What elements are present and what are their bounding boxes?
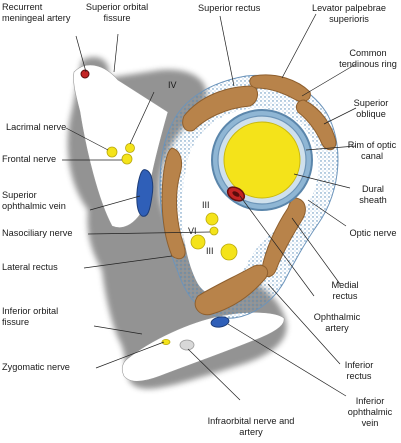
nasociliary-nerve-dot bbox=[209, 226, 219, 236]
superior-ophthalmic-vein-vessel bbox=[136, 169, 154, 217]
lacrimal-nerve-dot bbox=[106, 146, 118, 158]
label-inferior-rectus: Inferior rectus bbox=[344, 360, 374, 381]
label-recurrent-meningeal-artery: Recurrent meningeal artery bbox=[2, 2, 71, 23]
optic-nerve-circle bbox=[223, 121, 301, 199]
inferior-ophthalmic-vein-vessel bbox=[210, 316, 230, 328]
levator-palpebrae-muscle bbox=[249, 74, 311, 103]
label-optic-nerve: Optic nerve bbox=[349, 228, 397, 238]
superior-oblique-muscle bbox=[295, 99, 337, 151]
frontal-nerve-dot bbox=[121, 153, 133, 165]
oculomotor-superior-dot bbox=[205, 212, 219, 226]
superior-rectus-muscle bbox=[182, 85, 258, 132]
label-cn-iv: IV bbox=[168, 80, 177, 90]
label-cn-iii-lower: III bbox=[206, 246, 214, 256]
zygomatic-nerve-dot bbox=[161, 338, 171, 345]
recurrent-meningeal-artery-vessel bbox=[80, 69, 90, 79]
inferior-rectus-muscle bbox=[194, 264, 269, 316]
label-rim-of-optic-canal: Rim of optic canal bbox=[347, 140, 397, 161]
label-lacrimal-nerve: Lacrimal nerve bbox=[6, 122, 67, 132]
label-levator-palpebrae-superioris: Levator palpebrae superioris bbox=[311, 3, 387, 24]
label-inferior-orbital-fissure: Inferior orbital fissure bbox=[2, 306, 59, 327]
nerve-bundles bbox=[106, 143, 238, 261]
label-superior-rectus: Superior rectus bbox=[198, 3, 261, 13]
abducent-nerve-dot bbox=[190, 234, 206, 250]
label-superior-ophthalmic-vein: Superior ophthalmic vein bbox=[2, 190, 66, 211]
label-inferior-ophthalmic-vein: Inferior ophthalmic vein bbox=[347, 396, 393, 428]
infraorbital-bundle bbox=[179, 339, 195, 351]
label-cn-vi: VI bbox=[188, 226, 197, 236]
label-dural-sheath: Dural sheath bbox=[359, 184, 387, 205]
lateral-rectus-muscle bbox=[161, 147, 186, 260]
label-superior-oblique: Superior oblique bbox=[353, 98, 389, 119]
extraocular-muscles bbox=[161, 74, 337, 316]
label-ophthalmic-artery: Ophthalmic artery bbox=[313, 312, 361, 333]
oculomotor-inferior-dot bbox=[220, 243, 238, 261]
label-zygomatic-nerve: Zygomatic nerve bbox=[2, 362, 70, 372]
inferior-orbital-fissure-area bbox=[121, 312, 285, 382]
label-common-tendinous-ring: Common tendinous ring bbox=[339, 48, 397, 69]
ophthalmic-artery-lumen bbox=[232, 191, 240, 197]
label-superior-orbital-fissure: Superior orbital fissure bbox=[85, 2, 149, 23]
label-frontal-nerve: Frontal nerve bbox=[2, 154, 57, 164]
label-infraorbital-nerve-and-artery: Infraorbital nerve and artery bbox=[207, 416, 295, 437]
label-lateral-rectus: Lateral rectus bbox=[2, 262, 58, 272]
label-cn-iii-upper: III bbox=[202, 200, 210, 210]
label-medial-rectus: Medial rectus bbox=[331, 280, 359, 301]
trochlear-nerve-dot bbox=[125, 143, 135, 153]
leader-lines bbox=[62, 13, 357, 401]
label-nasociliary-nerve: Nasociliary nerve bbox=[2, 228, 73, 238]
